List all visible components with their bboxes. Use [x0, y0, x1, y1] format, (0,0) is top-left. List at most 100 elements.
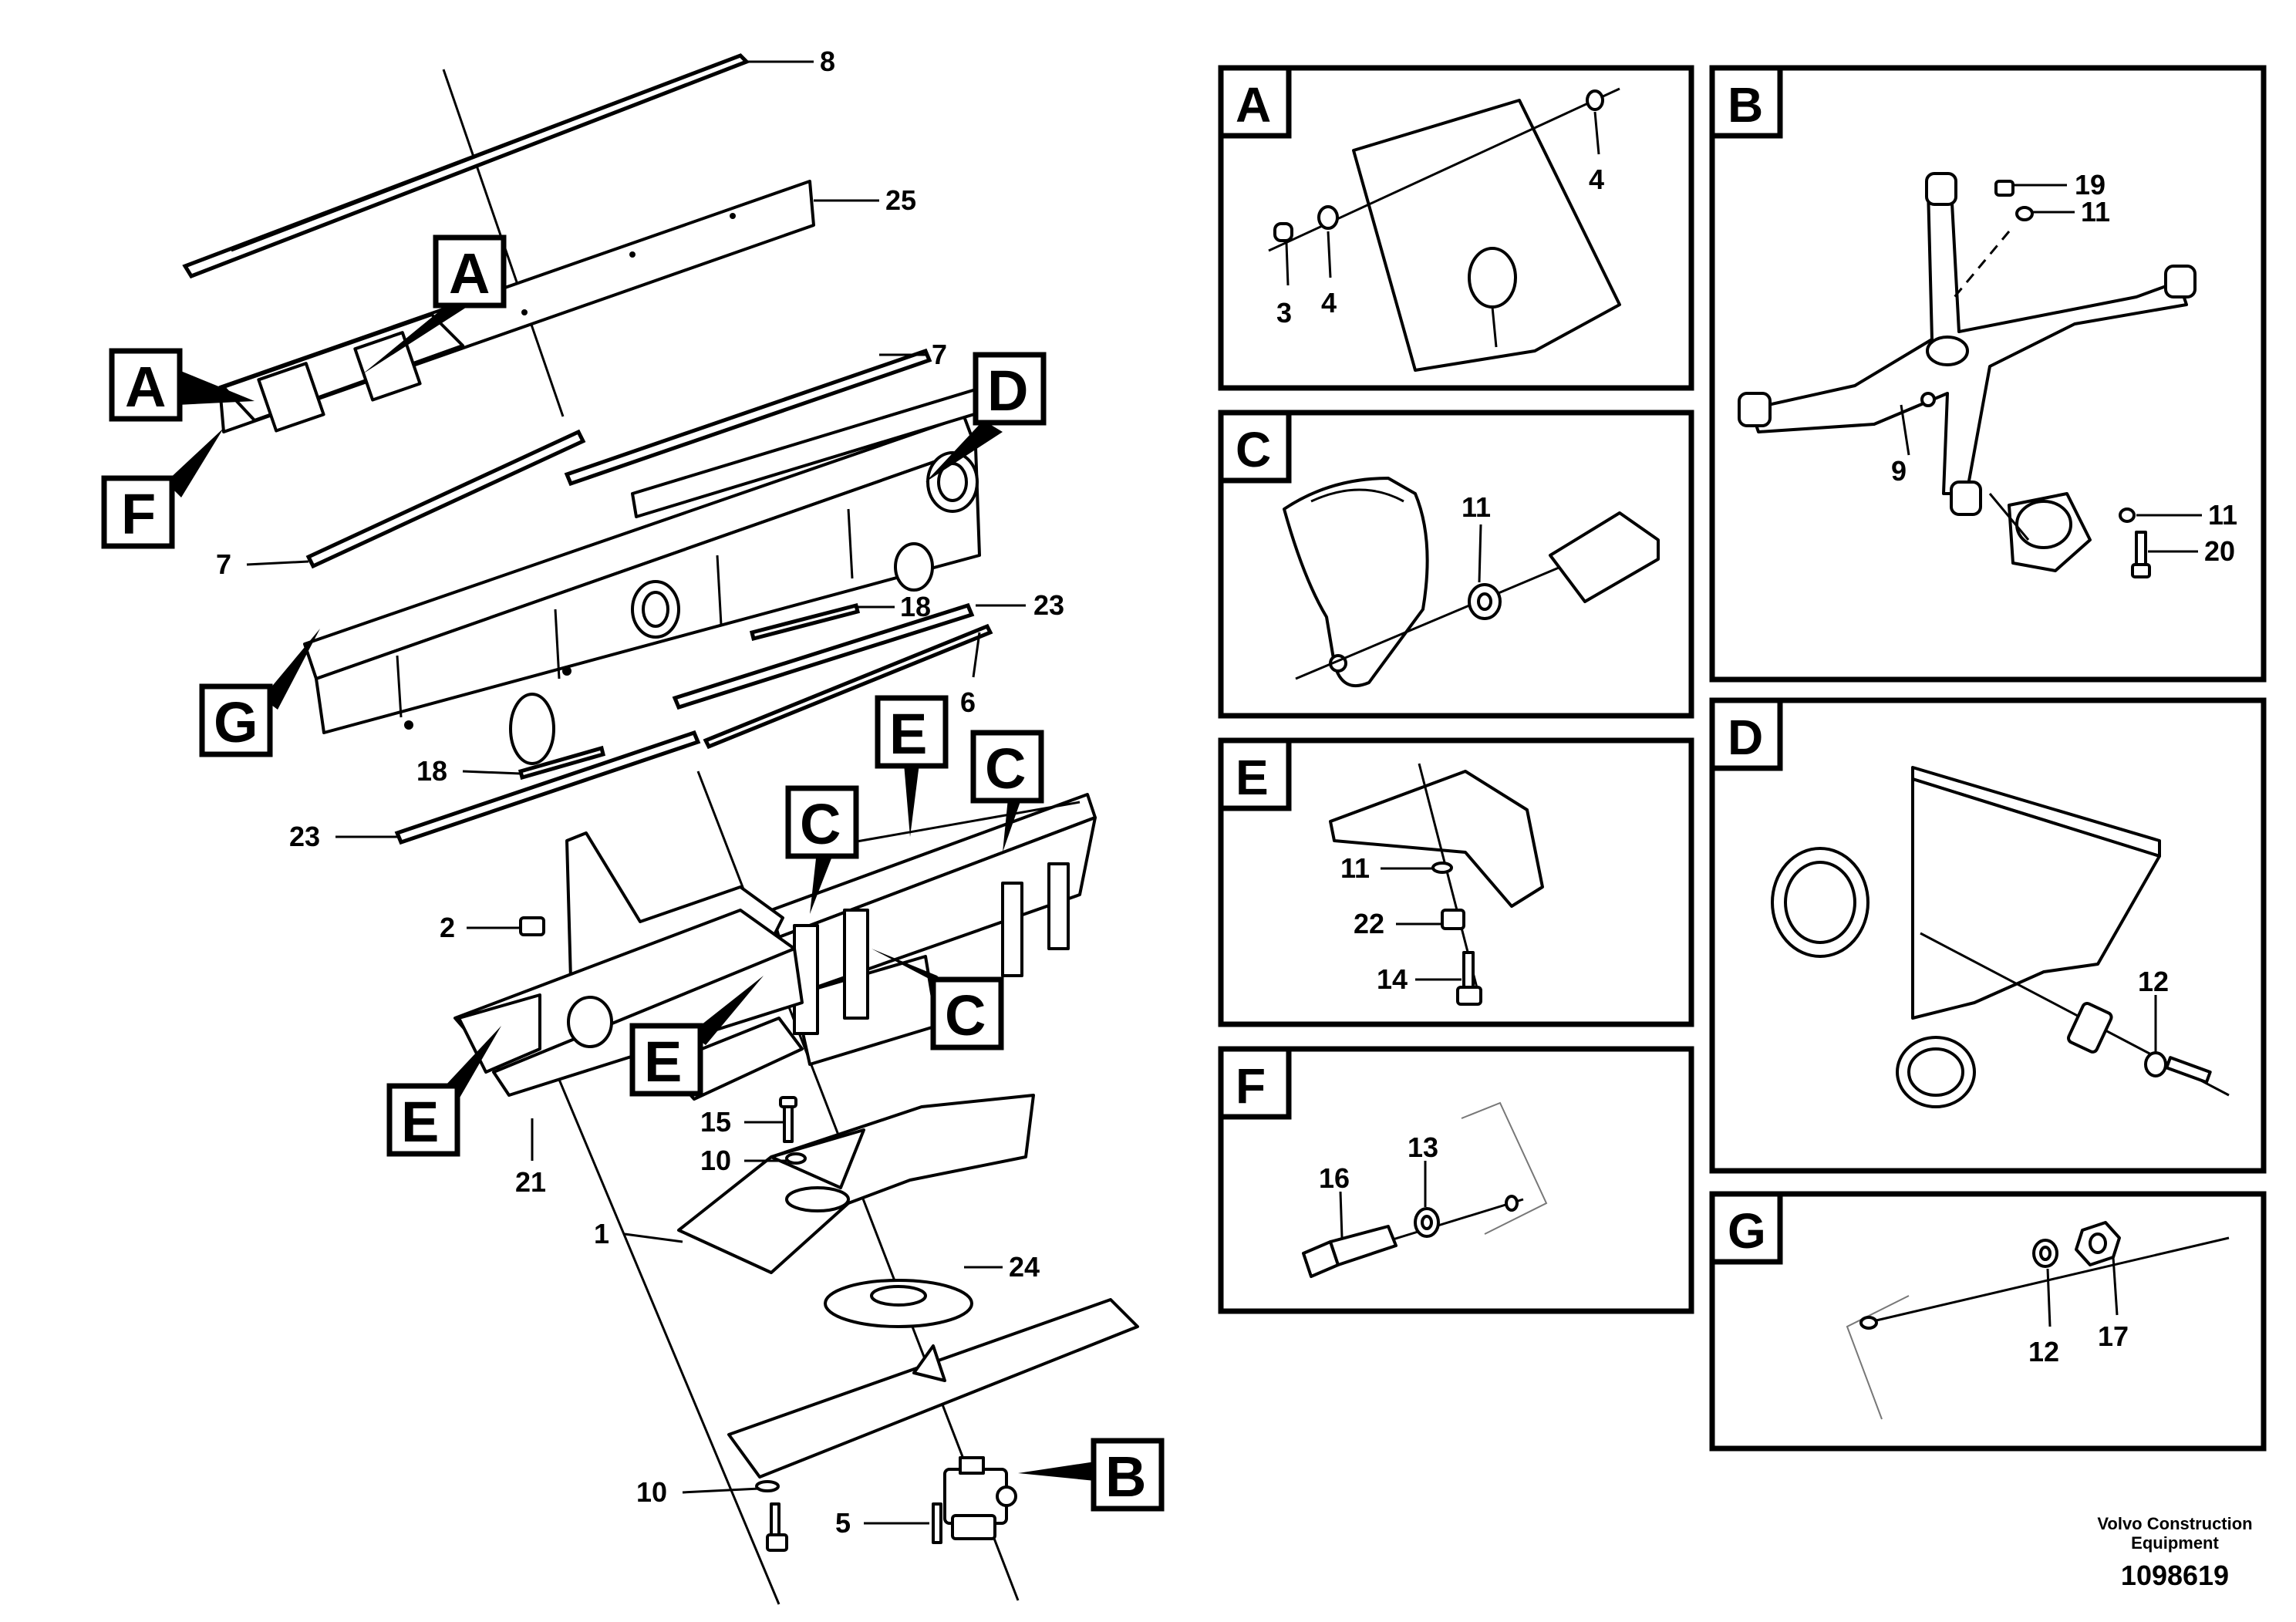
bottom-plate: [727, 1298, 1139, 1479]
label-7-lower: 7: [216, 548, 231, 580]
washer-10-upper: [785, 1152, 807, 1165]
svg-text:B: B: [1105, 1445, 1146, 1509]
brand-line-2: Equipment: [2131, 1533, 2219, 1553]
fan-1: [677, 1094, 1035, 1274]
svg-text:A: A: [125, 355, 166, 419]
svg-text:A: A: [449, 241, 490, 305]
panel-B-title: B: [1728, 77, 1763, 133]
svg-text:E: E: [644, 1030, 682, 1094]
axis-line-left: [538, 1033, 781, 1605]
svg-text:C: C: [985, 737, 1026, 801]
radiator-assembly: [303, 388, 981, 765]
callout-C-right: C: [970, 730, 1044, 852]
detail-panel-D: D 12: [1709, 697, 2267, 1174]
label-24: 24: [1009, 1251, 1040, 1283]
panel-E-title: E: [1236, 750, 1269, 805]
fan-shroud-21: [453, 831, 804, 1101]
hub-24: [824, 1279, 973, 1328]
callout-A-left: A: [109, 348, 255, 422]
strip-7-lower: [305, 429, 586, 569]
detail-panel-B: B 19 11 9 11 20: [1709, 65, 2267, 683]
label-6: 6: [960, 686, 976, 718]
strip-18-lower: [518, 745, 606, 781]
detail-panel-A: A 4 3 4: [1218, 65, 1694, 391]
detail-panel-E: E 11 22 14: [1218, 737, 1694, 1027]
document-number: 1098619: [2121, 1560, 2229, 1591]
bolt-lower: [766, 1502, 788, 1552]
callout-E-center: E: [629, 976, 764, 1097]
panel-C-title: C: [1236, 422, 1271, 477]
top-plate-25: [218, 180, 815, 433]
svg-text:E: E: [401, 1090, 439, 1154]
callout-E-top: E: [875, 695, 949, 837]
callout-F: F: [101, 428, 224, 549]
svg-text:C: C: [945, 983, 986, 1047]
strip-23-lower: [394, 730, 701, 845]
washer-10-lower: [755, 1480, 780, 1492]
detail-panel-G: G 12 17: [1709, 1191, 2267, 1452]
footer-brand: Volvo Construction Equipment 1098619: [2097, 1514, 2252, 1591]
svg-text:14: 14: [1377, 963, 1408, 995]
main-exploded-view: 8 25 7 7 18 23 6 18 23 2 21 15 10 1 24 1…: [101, 46, 1165, 1605]
svg-text:3: 3: [1276, 297, 1292, 329]
bolt-15: [779, 1096, 797, 1143]
svg-text:9: 9: [1891, 455, 1907, 487]
label-21: 21: [515, 1166, 546, 1198]
strip-7-upper: [564, 348, 932, 487]
callout-A-top: A: [362, 234, 507, 374]
svg-text:11: 11: [2081, 196, 2110, 228]
label-15: 15: [700, 1106, 731, 1138]
support-bracket-9: [1738, 172, 2197, 516]
callout-D: D: [925, 352, 1047, 482]
svg-text:C: C: [800, 792, 841, 856]
panel-F-title: F: [1236, 1058, 1266, 1114]
svg-text:13: 13: [1408, 1131, 1438, 1163]
svg-text:D: D: [987, 359, 1028, 423]
svg-text:G: G: [214, 690, 258, 754]
label-2: 2: [440, 912, 455, 943]
callout-G: G: [199, 629, 320, 757]
label-10-upper: 10: [700, 1145, 731, 1176]
svg-text:19: 19: [2075, 169, 2106, 201]
label-5: 5: [835, 1507, 851, 1539]
svg-text:22: 22: [1354, 908, 1384, 939]
panel-G-title: G: [1728, 1203, 1766, 1259]
shroud-frame: [770, 793, 1097, 1066]
svg-text:4: 4: [1589, 164, 1604, 195]
strip-23-upper: [672, 602, 975, 710]
label-1: 1: [594, 1218, 609, 1249]
fan-motor: [932, 1456, 1017, 1544]
callout-C-mid: C: [785, 785, 859, 914]
panel-D-title: D: [1728, 710, 1763, 765]
brand-line-1: Volvo Construction: [2097, 1514, 2252, 1533]
label-25: 25: [885, 184, 916, 216]
svg-text:11: 11: [1462, 491, 1491, 523]
svg-text:20: 20: [2204, 535, 2235, 567]
svg-text:17: 17: [2098, 1320, 2129, 1352]
label-18-upper: 18: [900, 591, 931, 622]
svg-text:4: 4: [1321, 287, 1337, 319]
callout-C-lower: C: [872, 949, 1004, 1050]
svg-text:E: E: [889, 702, 927, 766]
panel-A-title: A: [1236, 77, 1271, 133]
callout-E-left: E: [386, 1026, 501, 1157]
motor-detail: [1988, 492, 2092, 572]
detail-panel-C: C 11: [1218, 410, 1694, 719]
svg-text:11: 11: [2208, 499, 2237, 531]
svg-text:11: 11: [1340, 852, 1370, 884]
label-8: 8: [820, 46, 835, 77]
svg-text:12: 12: [2138, 966, 2169, 997]
strip-18-upper: [749, 602, 861, 642]
label-23-upper: 23: [1033, 589, 1064, 621]
strip-6: [703, 623, 993, 750]
label-10-lower: 10: [636, 1476, 667, 1508]
clip-2: [519, 916, 545, 936]
svg-text:F: F: [121, 482, 156, 546]
callout-B: B: [1018, 1438, 1165, 1512]
label-7-upper: 7: [932, 339, 947, 370]
label-23-lower: 23: [289, 821, 320, 852]
label-18-lower: 18: [416, 755, 447, 787]
detail-panel-F: F 16 13: [1218, 1046, 1694, 1314]
svg-text:12: 12: [2028, 1336, 2059, 1367]
